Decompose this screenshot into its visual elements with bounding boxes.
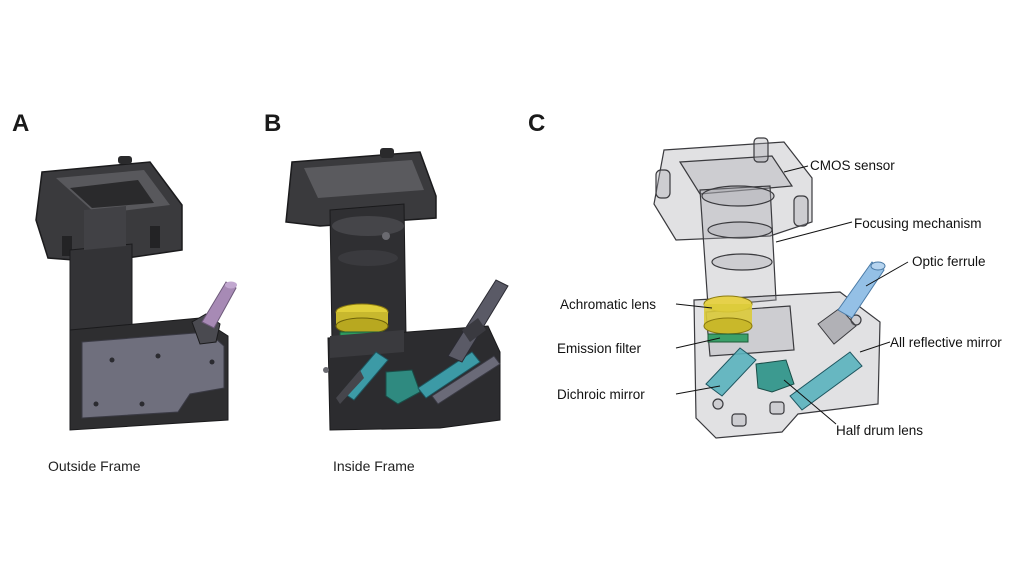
callout-emission-filter: Emission filter: [557, 341, 642, 356]
callout-dichroic-mirror: Dichroic mirror: [557, 387, 645, 402]
panel-label-a: A: [12, 110, 30, 137]
panel-label-c: C: [528, 110, 546, 137]
callout-achromatic-lens: Achromatic lens: [560, 297, 657, 312]
callout-focusing-mechanism: Focusing mechanism: [854, 216, 982, 231]
callout-half-drum-lens: Half drum lens: [836, 423, 924, 438]
leader-lines: [675, 165, 909, 425]
callout-optic-ferrule: Optic ferrule: [912, 254, 986, 269]
callout-cmos-sensor: CMOS sensor: [810, 158, 895, 173]
panel-label-b: B: [264, 110, 282, 137]
panel-a-caption: Outside Frame: [48, 458, 141, 474]
panel-b-caption: Inside Frame: [333, 458, 415, 474]
callout-all-reflective-mirror: All reflective mirror: [890, 335, 1002, 350]
